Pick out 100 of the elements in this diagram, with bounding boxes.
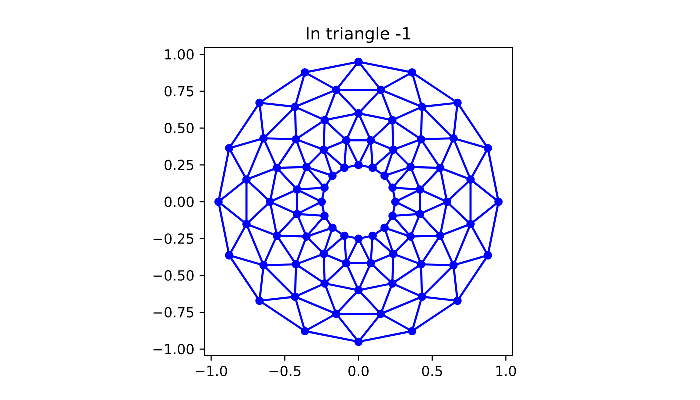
mesh-line [396, 213, 418, 217]
mesh-line [383, 73, 410, 90]
mesh-line [232, 138, 262, 149]
mesh-line [394, 121, 420, 139]
mesh-line [440, 140, 454, 166]
mesh-line [309, 167, 330, 176]
mesh-line [419, 192, 422, 212]
vertex-dot [406, 163, 415, 172]
mesh-line [259, 106, 264, 136]
mesh-line [424, 108, 452, 138]
mesh-line [422, 216, 440, 234]
mesh-line [300, 202, 320, 214]
mesh-line [412, 300, 422, 329]
mesh-line [338, 64, 358, 88]
mesh-line [246, 140, 264, 178]
mesh-line [392, 123, 394, 147]
vertex-dot [454, 98, 462, 108]
mesh-line [308, 330, 356, 342]
vertex-dot [293, 210, 302, 218]
mesh-line [346, 142, 358, 163]
mesh-line [270, 170, 278, 200]
mesh-line [359, 241, 371, 262]
tick-label: −1.00 [154, 344, 194, 355]
vertex-dot [450, 134, 458, 143]
mesh-line [383, 314, 410, 331]
mesh-line [270, 204, 278, 234]
mesh-line [298, 297, 334, 314]
vertex-dot [388, 212, 397, 220]
mesh-line [296, 192, 298, 212]
vertex-dot [408, 68, 416, 77]
vertex-dot [292, 260, 300, 269]
mesh-line [414, 166, 438, 170]
mesh-line [346, 266, 358, 288]
tick-label: −0.75 [154, 307, 194, 318]
mesh-line [328, 283, 356, 291]
mesh-line [347, 236, 356, 240]
vertex-dot [466, 220, 475, 228]
vertex-dot [388, 280, 397, 288]
mesh-line [350, 140, 368, 142]
vertex-dot [332, 310, 341, 318]
mesh-line [246, 182, 248, 222]
mesh-line [360, 316, 380, 340]
tick-label: 0.00 [164, 196, 194, 208]
mesh-line [325, 286, 336, 312]
mesh-line [362, 283, 390, 291]
mesh-line [326, 140, 344, 150]
vertex-dot [342, 136, 351, 145]
mesh-line [414, 74, 456, 102]
mesh-line [442, 168, 468, 180]
vertex-dot [320, 280, 330, 288]
mesh-line [220, 180, 245, 201]
vertex-dot [436, 232, 445, 240]
mesh-line [362, 330, 410, 342]
mesh-line [324, 230, 333, 252]
mesh-line [394, 107, 420, 120]
mesh-line [266, 264, 294, 266]
mesh-line [326, 237, 344, 253]
mesh-line [278, 170, 296, 188]
vertex-dot [320, 146, 328, 154]
vertex-dot [406, 232, 415, 241]
vertex-dot [389, 250, 398, 258]
vertex-dot [380, 224, 389, 232]
mesh-line [262, 74, 304, 102]
vertex-dot [328, 224, 337, 232]
mesh-line [381, 286, 392, 312]
mesh-line [300, 187, 322, 191]
mesh-line [394, 284, 420, 297]
mesh-line [344, 144, 348, 165]
mesh-line [425, 102, 455, 108]
mesh-line [456, 255, 486, 266]
mesh-line [458, 258, 488, 300]
vertex-dot [354, 338, 363, 346]
vertex-dot [256, 98, 264, 108]
mesh-line [424, 264, 451, 266]
mesh-line [295, 300, 306, 329]
mesh-line [470, 182, 472, 222]
vertex-dot [260, 261, 268, 270]
mesh-line [448, 181, 470, 201]
mesh-line [308, 238, 323, 253]
mesh-line [442, 224, 468, 236]
mesh-line [300, 213, 322, 217]
mesh-line [372, 264, 392, 282]
mesh-line [264, 140, 277, 166]
mesh-line [246, 226, 264, 264]
vertex-dot [332, 86, 341, 94]
mesh-line [360, 91, 380, 112]
mesh-line [362, 62, 410, 74]
mesh-line [326, 218, 332, 226]
mesh-line [453, 106, 458, 136]
mesh-line [374, 237, 392, 253]
mesh-line [422, 202, 445, 214]
mesh-line [264, 238, 277, 264]
mesh-line [344, 239, 348, 260]
mesh-line [298, 254, 322, 264]
mesh-line [262, 102, 292, 108]
mesh-line [322, 190, 326, 200]
mesh-line [308, 151, 323, 166]
vertex-dot [214, 198, 223, 206]
mesh-line [396, 187, 418, 191]
mesh-line [248, 203, 269, 223]
